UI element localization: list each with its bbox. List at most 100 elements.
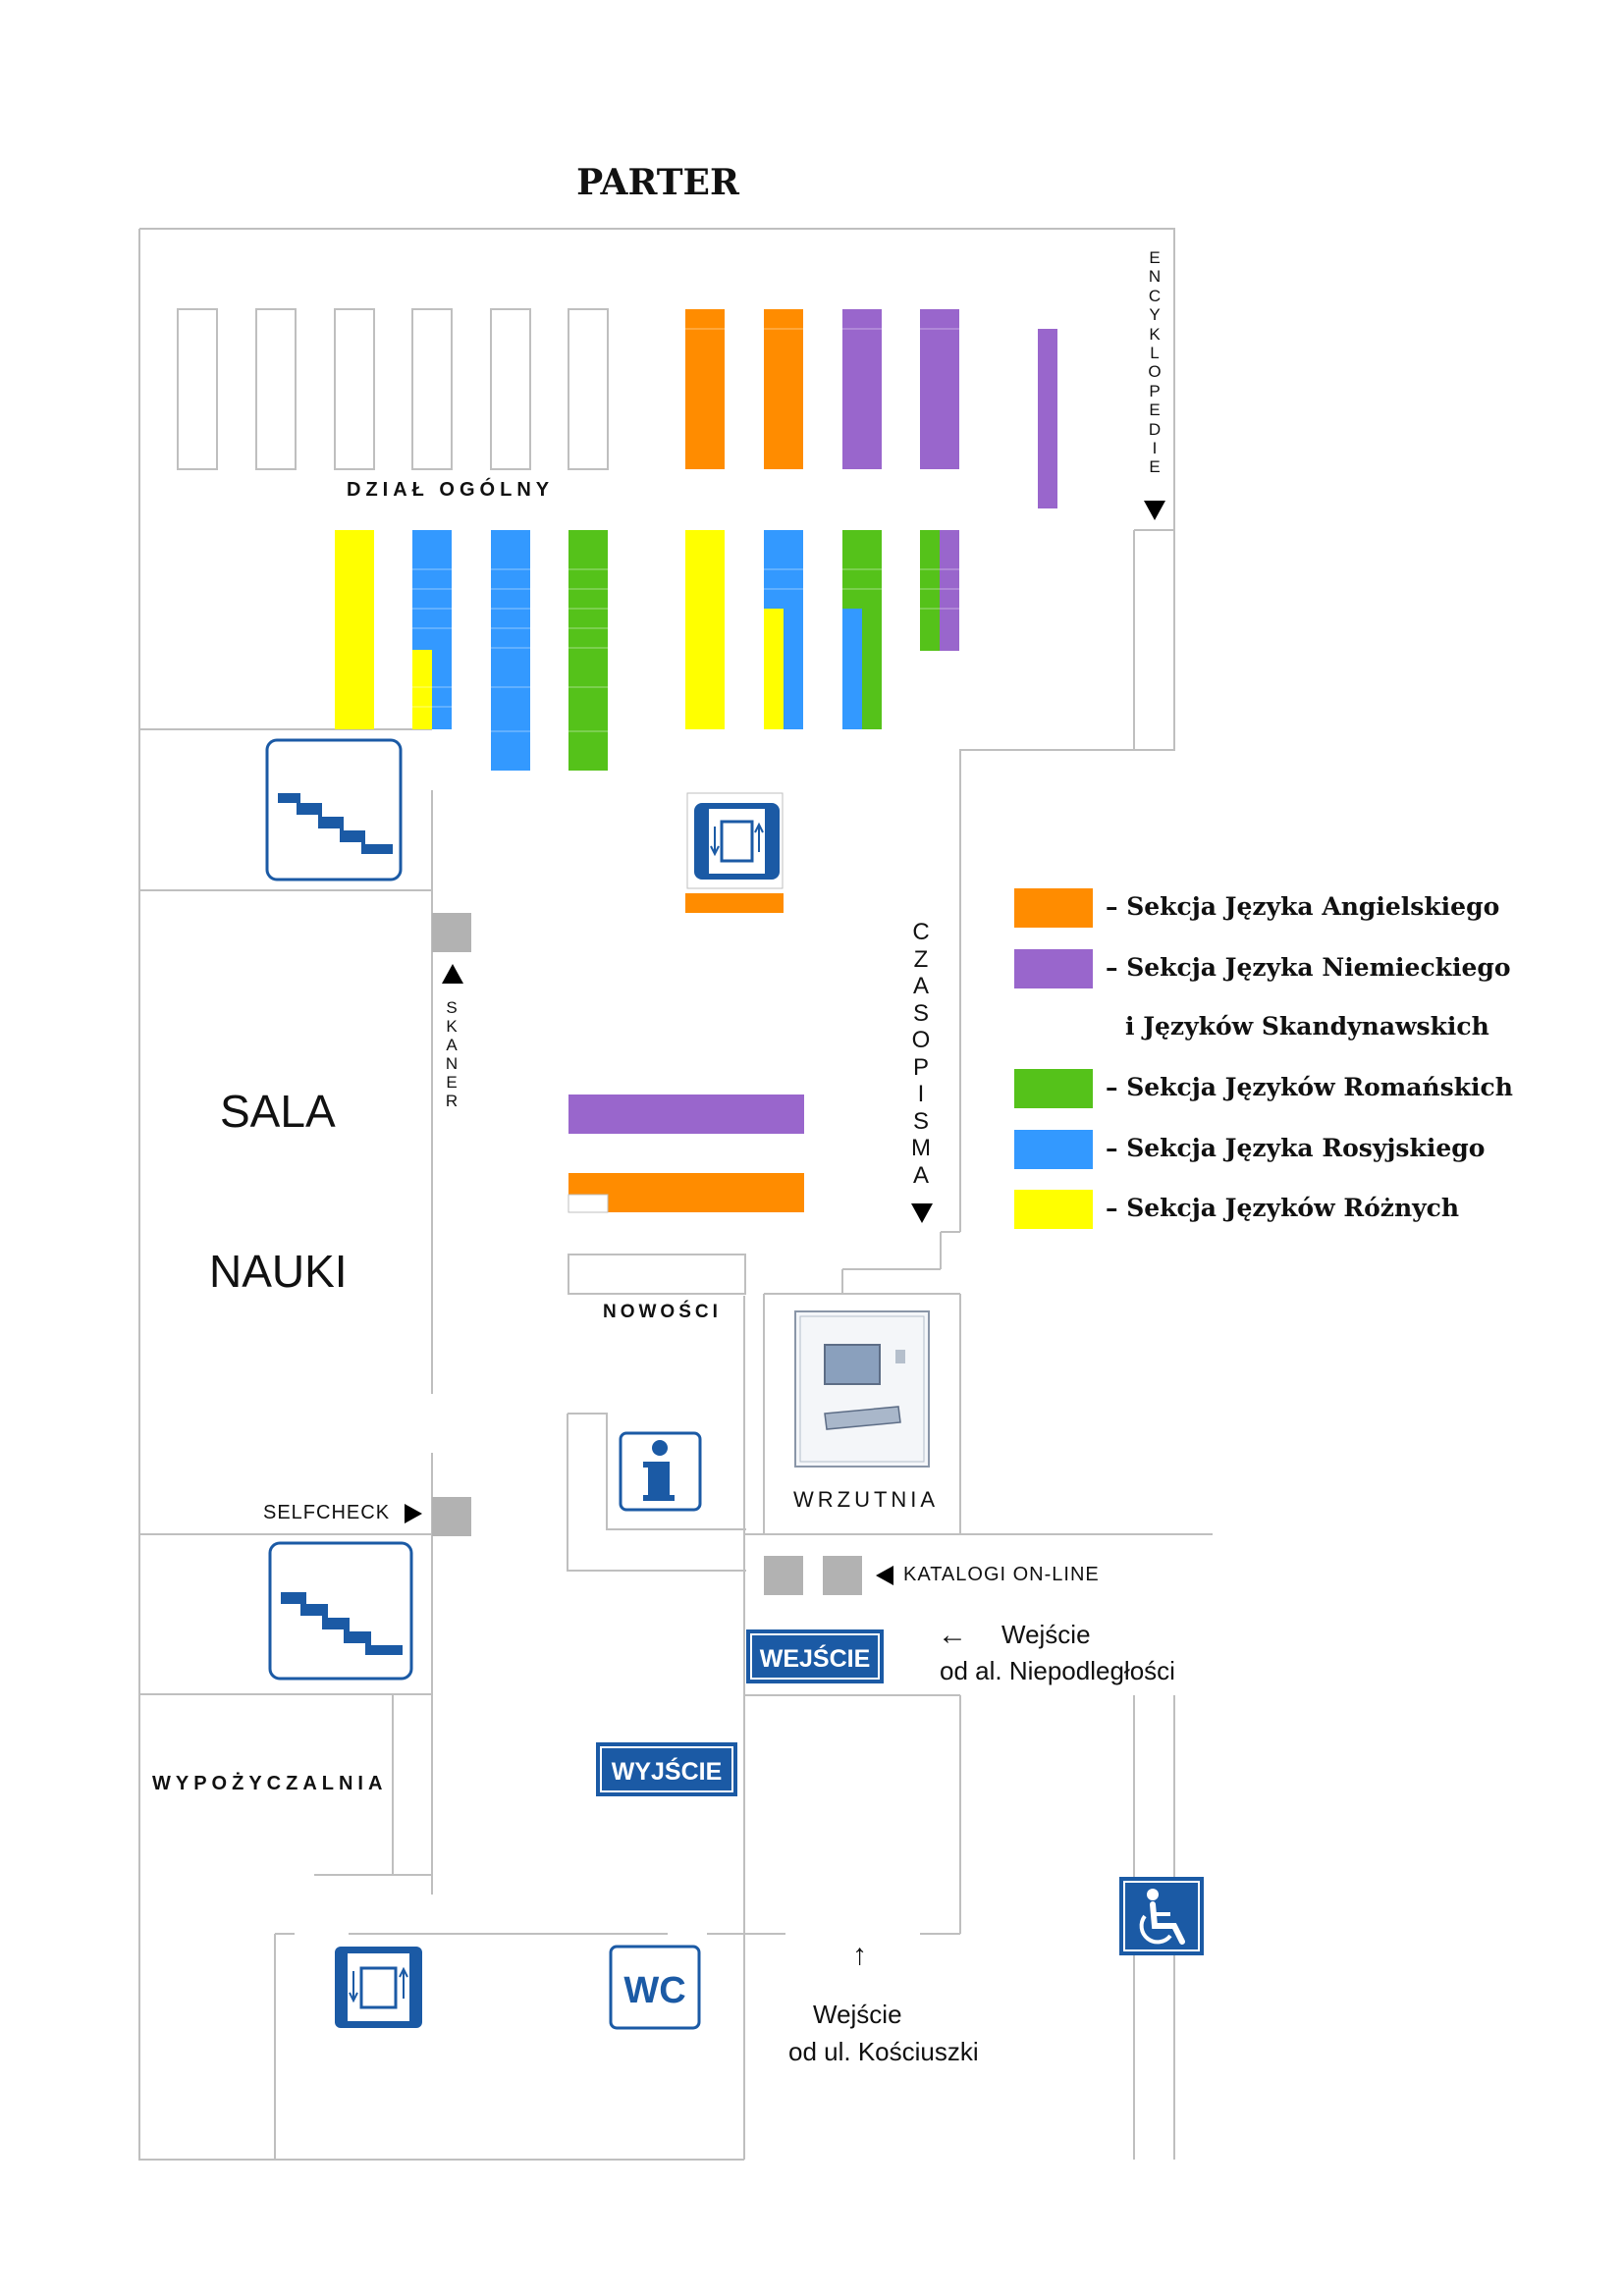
shelf-romance — [568, 530, 608, 771]
wall-bottom-room — [274, 1933, 744, 2160]
vertical-letter: K — [1149, 324, 1161, 344]
legend-swatch — [1014, 1190, 1093, 1229]
shelf-various — [412, 650, 432, 729]
encyclopedias-arrow — [1144, 501, 1165, 520]
shelves-general — [177, 308, 609, 470]
wall-outline — [138, 228, 1175, 2161]
vertical-letter: Y — [1149, 305, 1161, 325]
vertical-letter: I — [917, 1081, 925, 1107]
legend-swatch — [1014, 1130, 1093, 1169]
hall-label-line2: NAUKI — [209, 1246, 348, 1297]
stairs-icon — [265, 738, 403, 881]
wall-wrzutnia — [763, 1293, 961, 1534]
legend-text: – Sekcja Języka Angielskiego — [1106, 892, 1500, 921]
vertical-letter: P — [1149, 381, 1161, 400]
new-books-shelf — [568, 1254, 746, 1295]
legend-text: – Sekcja Języka Niemieckiego — [1106, 953, 1511, 982]
catalogs-arrow — [876, 1566, 893, 1585]
vertical-letter: E — [446, 1073, 458, 1092]
shelf — [255, 308, 297, 470]
shelf — [568, 308, 609, 470]
entrance-south-label-line2: od ul. Kościuszki — [788, 2037, 979, 2066]
vertical-letter: M — [911, 1135, 931, 1161]
wall-stair-room-1 — [139, 728, 433, 913]
shelf — [411, 308, 453, 470]
entrance-sign: WEJŚCIE — [746, 1629, 884, 1683]
vertical-letter: Z — [913, 945, 929, 973]
vertical-letter: I — [1152, 438, 1158, 457]
arrows — [405, 501, 1165, 1585]
vertical-letter: L — [1150, 343, 1160, 362]
vertical-letter: S — [446, 998, 458, 1017]
exit-sign-text: WYJŚCIE — [612, 1756, 723, 1786]
scanner-arrow — [442, 964, 463, 984]
vertical-letter: D — [1148, 419, 1162, 439]
catalog-terminal — [764, 1556, 803, 1595]
vertical-letter: E — [1149, 248, 1161, 267]
selfcheck-device — [432, 1497, 471, 1536]
shelves-top-row — [685, 309, 1057, 508]
shelves-bottom-row — [335, 530, 959, 771]
entrance-south-arrow: ↑ — [852, 1939, 867, 1971]
vertical-letter: E — [1149, 457, 1161, 477]
vertical-letter: O — [1148, 362, 1162, 382]
stairs-icon — [268, 1541, 413, 1681]
catalog-terminal — [823, 1556, 862, 1595]
legend-swatch — [1014, 1069, 1093, 1108]
display-empty-part — [568, 1194, 609, 1213]
vertical-letter: A — [912, 973, 929, 999]
information-icon — [619, 1431, 702, 1512]
shelf-romance — [920, 530, 940, 651]
new-books-label: NOWOŚCI — [603, 1302, 722, 1322]
elevator-icon — [686, 792, 784, 889]
vertical-letter: P — [912, 1053, 929, 1081]
exit-sign: WYJŚCIE — [596, 1742, 737, 1796]
shelf-german — [940, 530, 959, 651]
legend-text: – Sekcja Języków Romańskich — [1106, 1073, 1513, 1101]
wall-enc-pillar — [1133, 529, 1174, 750]
elevator-strip — [685, 893, 784, 913]
vertical-letter: K — [446, 1017, 458, 1036]
scanner-device — [432, 913, 471, 952]
vertical-letter: C — [1148, 286, 1162, 305]
display-shelves — [568, 893, 804, 1295]
devices — [432, 913, 862, 1595]
page-title: PARTER — [576, 162, 739, 203]
wall-periodicals-step — [841, 1231, 960, 1294]
vertical-letter: S — [912, 999, 929, 1027]
drop-box-machine-icon — [794, 1310, 930, 1468]
entrance-east-label-line1: Wejście — [1001, 1620, 1091, 1649]
legend-text: – Sekcja Języków Różnych — [1106, 1194, 1460, 1222]
vertical-letter: A — [446, 1036, 458, 1054]
legend-text: i Języków Skandynawskich — [1125, 1012, 1489, 1041]
vertical-letter: R — [445, 1092, 459, 1110]
entrance-east-label-line2: od al. Niepodległości — [940, 1656, 1175, 1685]
wall-stair-room-2 — [139, 1453, 433, 1895]
wc-sign-text: WC — [623, 1970, 685, 2011]
wall-center — [743, 1296, 1213, 2160]
elevator-icon — [335, 1947, 422, 2028]
lending-label: WYPOŻYCZALNIA — [152, 1773, 388, 1794]
legend-swatch — [1014, 888, 1093, 928]
shelf-german — [842, 309, 882, 469]
vertical-letter: N — [1148, 267, 1162, 287]
general-section-label: DZIAŁ OGÓLNY — [347, 479, 555, 501]
shelf-english — [764, 309, 803, 469]
shelf — [334, 308, 375, 470]
vertical-letter: C — [912, 919, 930, 945]
shelf-russian — [842, 609, 862, 729]
shelf-german — [920, 309, 959, 469]
shelf-various — [335, 530, 374, 729]
shelf — [490, 308, 531, 470]
shelf-dividers — [412, 328, 959, 732]
wc-sign: WC — [609, 1945, 701, 2030]
entrance-sign-text: WEJŚCIE — [760, 1643, 871, 1673]
vertical-letter: E — [1149, 400, 1161, 420]
legend-text: – Sekcja Języka Rosyjskiego — [1106, 1134, 1486, 1162]
wall-info-desk — [567, 1413, 746, 1572]
vertical-letter: A — [912, 1161, 929, 1189]
